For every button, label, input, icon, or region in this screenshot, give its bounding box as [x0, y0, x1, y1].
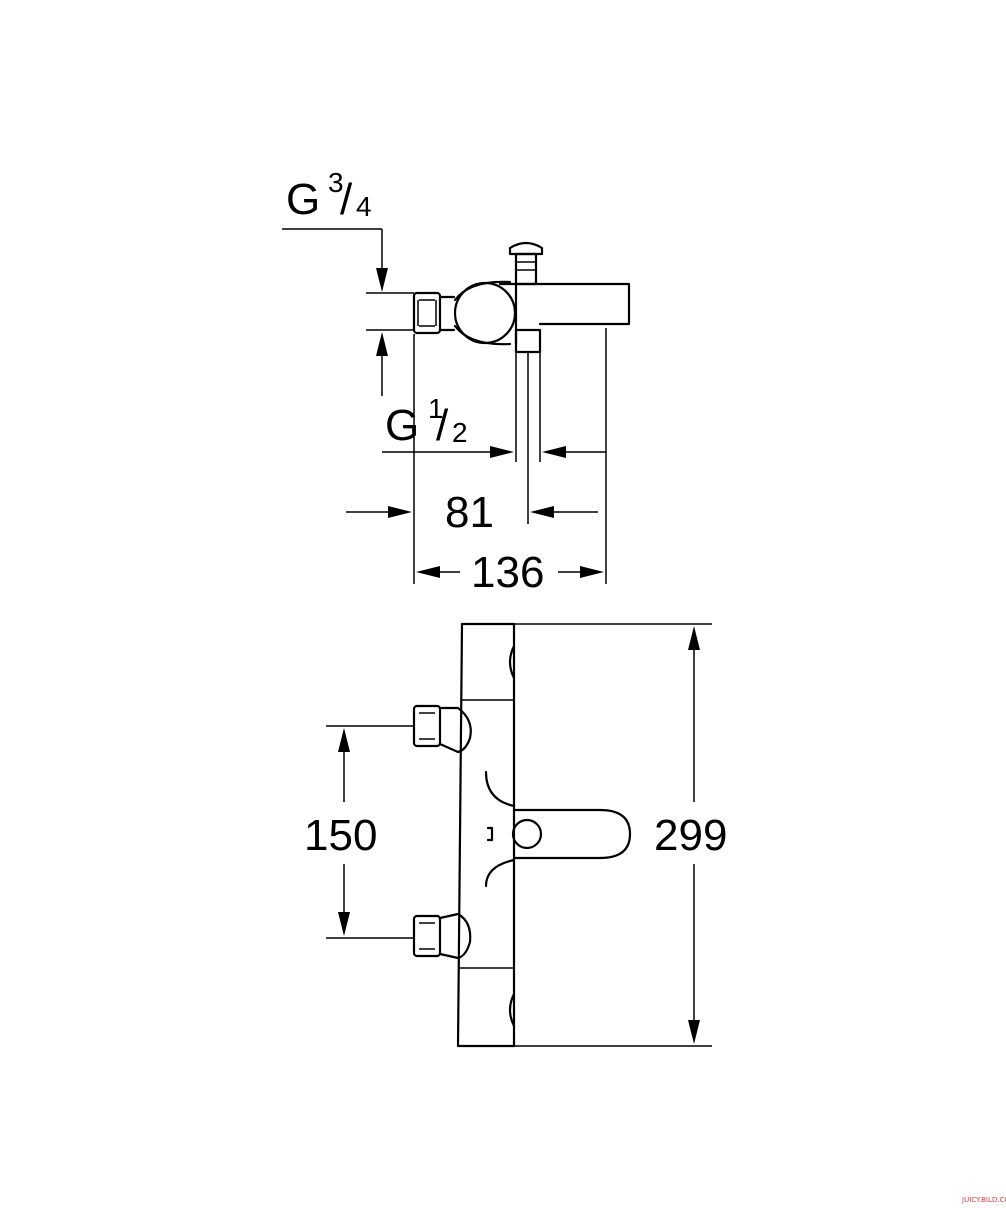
spout-outlet	[511, 818, 543, 850]
spout-curve	[484, 858, 516, 888]
lower-connector	[438, 912, 472, 960]
arrow-left	[416, 566, 440, 578]
knob-outline	[453, 324, 512, 346]
arrow-up	[688, 626, 700, 650]
outlet	[514, 328, 542, 354]
upper-connector	[438, 706, 472, 754]
thread-bottom-num: 1	[428, 393, 444, 424]
arrow-left	[530, 506, 554, 518]
hex-nut	[412, 291, 442, 335]
thread-top-g: G	[286, 175, 320, 224]
dim-depth-total: 136	[471, 548, 544, 597]
diverter-knob	[508, 241, 544, 256]
front-view	[326, 622, 712, 1048]
thread-bottom-g: G	[385, 401, 419, 450]
diverter-stem	[514, 252, 538, 286]
arrow-down	[376, 268, 388, 292]
body-notch	[508, 992, 516, 1028]
side-view	[282, 228, 631, 584]
watermark: JUICY.BILD.COM	[961, 1196, 1006, 1204]
arrow-up	[376, 332, 388, 356]
dim-total-length: 299	[654, 811, 727, 860]
arrow-down	[338, 912, 350, 936]
thread-bottom-slash: /	[436, 401, 449, 450]
arrow-right	[580, 566, 604, 578]
arrow-right	[490, 446, 514, 458]
thread-top-slash: /	[340, 175, 353, 224]
arrow-left	[542, 446, 566, 458]
dim-inlet-spacing: 150	[304, 811, 377, 860]
dim-depth-spout: 81	[445, 488, 494, 537]
arrow-up	[338, 728, 350, 752]
thread-top-num: 3	[328, 167, 344, 198]
indicator-mark	[486, 826, 494, 842]
thread-bottom-den: 2	[452, 417, 468, 448]
thread-top-den: 4	[356, 191, 372, 222]
spout	[512, 808, 632, 860]
knob-outline	[453, 280, 512, 302]
body-notch	[508, 644, 516, 680]
thermostat-body	[456, 622, 516, 1048]
spout-curve	[484, 770, 516, 808]
arrow-down	[688, 1020, 700, 1044]
lower-nut	[412, 914, 442, 958]
arrow-right	[388, 506, 412, 518]
upper-nut	[412, 704, 442, 748]
spout-body	[498, 282, 631, 326]
